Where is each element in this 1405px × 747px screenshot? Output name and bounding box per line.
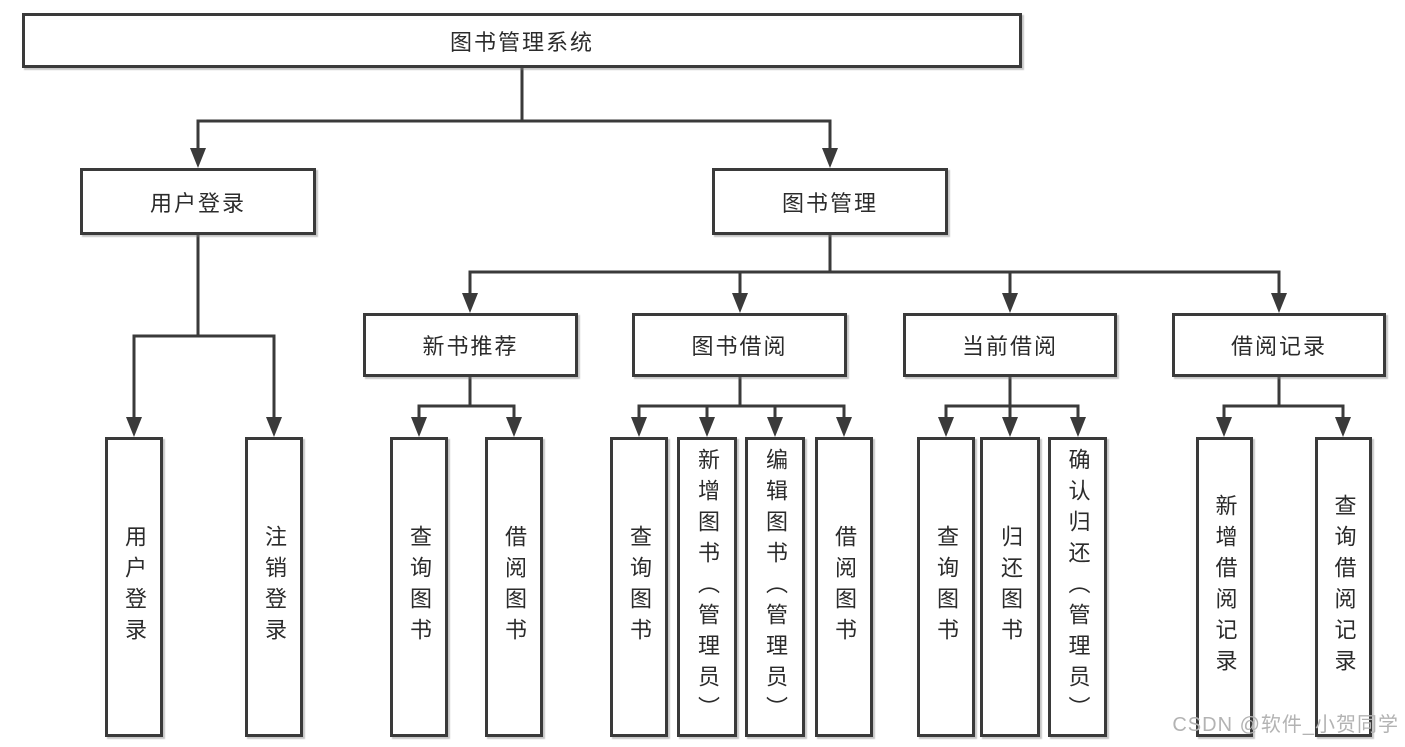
leaf-query-books-current: 查询图书 — [917, 437, 975, 737]
leaf-label: 新增借阅记录 — [1212, 494, 1238, 680]
leaf-logout: 注销登录 — [245, 437, 303, 737]
node-label: 用户登录 — [149, 190, 246, 216]
arrowhead-down — [767, 417, 783, 437]
leaf-add-book-admin: 新增图书（管理员） — [677, 437, 737, 737]
leaf-label: 借阅图书 — [502, 525, 527, 649]
node-book-management: 图书管理 — [712, 168, 948, 235]
leaf-edit-book-admin: 编辑图书（管理员） — [745, 437, 805, 737]
leaf-query-books-borrowing: 查询图书 — [610, 437, 668, 737]
arrowhead-down — [190, 148, 206, 168]
leaf-borrow-books-borrowing: 借阅图书 — [815, 437, 873, 737]
node-label: 新书推荐 — [422, 334, 519, 359]
leaf-label: 查询图书 — [627, 525, 652, 649]
arrowhead-down — [1002, 293, 1018, 313]
connector-group — [411, 377, 522, 437]
arrowhead-down — [938, 417, 954, 437]
arrowhead-down — [126, 417, 142, 437]
arrowhead-down — [699, 417, 715, 437]
leaf-confirm-return-admin: 确认归还（管理员） — [1048, 437, 1107, 737]
arrowhead-down — [462, 293, 478, 313]
watermark: CSDN @软件_小贺同学 — [1172, 714, 1399, 736]
connector-group — [938, 377, 1086, 437]
leaf-return-books: 归还图书 — [980, 437, 1040, 737]
leaf-query-books-recommend: 查询图书 — [390, 437, 448, 737]
arrowhead-down — [1216, 417, 1232, 437]
leaf-user-login: 用户登录 — [105, 437, 163, 737]
arrowhead-down — [1070, 417, 1086, 437]
arrowhead-down — [631, 417, 647, 437]
leaf-label: 归还图书 — [998, 525, 1023, 649]
arrowhead-down — [266, 417, 282, 437]
leaf-label: 编辑图书（管理员） — [763, 447, 788, 727]
leaf-label: 查询借阅记录 — [1331, 494, 1357, 680]
arrowhead-down — [1335, 417, 1351, 437]
leaf-label: 新增图书（管理员） — [695, 447, 720, 727]
connector-group — [631, 377, 852, 437]
node-borrowing-records: 借阅记录 — [1172, 313, 1386, 377]
connector-group — [1216, 377, 1351, 437]
leaf-label: 注销登录 — [262, 525, 287, 649]
leaf-label: 查询图书 — [934, 525, 959, 649]
node-current-borrowing: 当前借阅 — [903, 313, 1117, 377]
connector-group — [462, 235, 1287, 313]
arrowhead-down — [1271, 293, 1287, 313]
leaf-label: 借阅图书 — [832, 525, 857, 649]
leaf-add-borrow-record: 新增借阅记录 — [1196, 437, 1253, 737]
connector-group — [126, 235, 282, 437]
arrowhead-down — [411, 417, 427, 437]
arrowhead-down — [732, 293, 748, 313]
node-book-borrowing: 图书借阅 — [632, 313, 847, 377]
leaf-query-borrow-record: 查询借阅记录 — [1315, 437, 1372, 737]
node-user-login: 用户登录 — [80, 168, 316, 235]
leaf-label: 用户登录 — [122, 525, 147, 649]
arrowhead-down — [836, 417, 852, 437]
arrowhead-down — [506, 417, 522, 437]
node-new-book-recommendation: 新书推荐 — [363, 313, 578, 377]
connector-group — [190, 68, 838, 168]
node-label: 图书借阅 — [691, 334, 788, 359]
leaf-label: 查询图书 — [407, 525, 432, 649]
leaf-borrow-books-recommend: 借阅图书 — [485, 437, 543, 737]
arrowhead-down — [1002, 417, 1018, 437]
node-label: 图书管理 — [781, 190, 878, 216]
node-label: 图书管理系统 — [449, 29, 594, 55]
node-library-management-system: 图书管理系统 — [22, 13, 1022, 68]
leaf-label: 确认归还（管理员） — [1065, 447, 1091, 727]
node-label: 当前借阅 — [961, 334, 1058, 359]
node-label: 借阅记录 — [1230, 334, 1327, 359]
arrowhead-down — [822, 148, 838, 168]
